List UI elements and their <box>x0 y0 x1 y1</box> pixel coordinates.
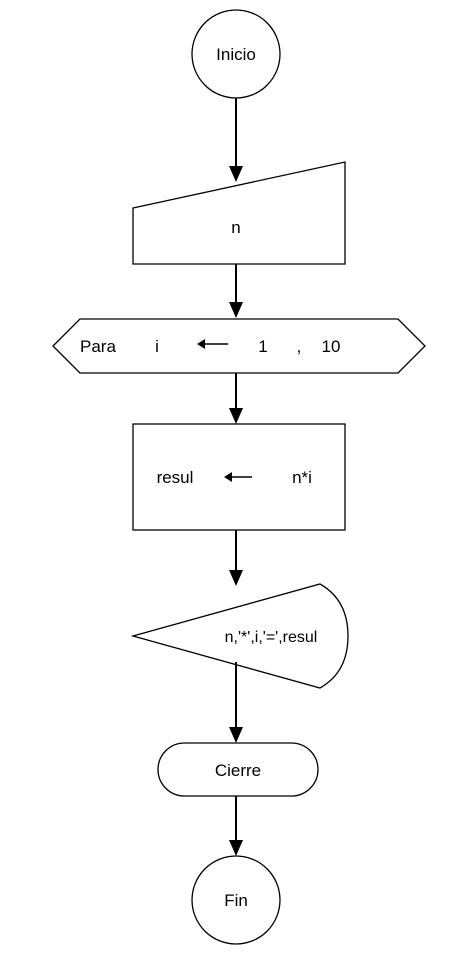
loop-variable: i <box>155 337 159 356</box>
loop-node <box>52 318 426 374</box>
loop-separator: , <box>297 337 302 356</box>
loop-keyword: Para <box>80 337 116 356</box>
input-label: n <box>231 218 240 237</box>
end-node <box>191 855 281 945</box>
output-label: n,'*',i,'=',resul <box>225 629 318 646</box>
arrowhead-process-output <box>229 570 243 586</box>
start-label: Inicio <box>216 45 256 64</box>
process-target: resul <box>157 468 194 487</box>
assign-arrow-icon <box>197 339 228 349</box>
close-node <box>157 742 319 797</box>
close-label: Cierre <box>215 761 261 780</box>
arrowhead-input-loop <box>229 302 243 318</box>
arrowhead-start-input <box>229 166 243 182</box>
assign-arrow-icon <box>224 472 252 482</box>
loop-from: 1 <box>258 337 267 356</box>
loop-to: 10 <box>322 337 341 356</box>
arrowhead-close-end <box>229 840 243 856</box>
arrowhead-loop-process <box>229 408 243 424</box>
arrowhead-output-close <box>229 727 243 743</box>
output-node <box>130 583 349 689</box>
process-expression: n*i <box>292 468 312 487</box>
input-node <box>132 161 346 265</box>
end-label: Fin <box>224 891 248 910</box>
